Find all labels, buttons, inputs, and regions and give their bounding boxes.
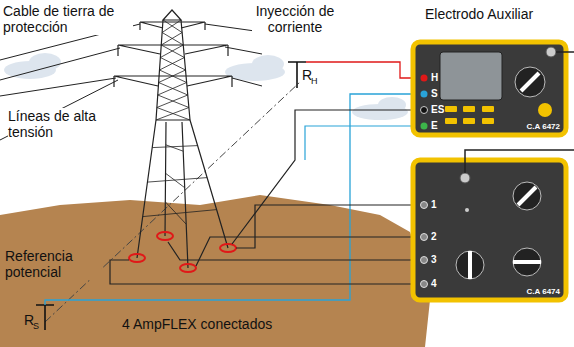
instrument-panel: C.A 6474 [413, 160, 566, 300]
callout-label: 4 AmpFLEX conectados [122, 316, 342, 332]
terminal-name: E [431, 120, 451, 132]
ground-rods [36, 62, 306, 330]
power-lines [0, 24, 262, 140]
pylon [114, 10, 232, 268]
lattice [143, 20, 217, 224]
terminal-number: 2 [431, 231, 451, 243]
knob-marker [521, 73, 539, 91]
clamp-wires [110, 205, 420, 284]
model-name: C.A 6474 [527, 287, 561, 296]
instrument-body [413, 160, 566, 300]
e-wire [305, 126, 420, 160]
callout-label: Electrodo Auxiliar [425, 6, 571, 22]
connector [460, 173, 470, 183]
terminal-name: S [431, 88, 451, 100]
electrode-subscript: S [33, 321, 43, 331]
terminal-name: H [431, 72, 451, 84]
connector [546, 47, 556, 57]
rotary-knob [515, 67, 545, 97]
instrument-body [413, 42, 566, 135]
link-cable [556, 51, 574, 53]
callout-label: Inyección de corriente [252, 3, 338, 35]
h-wire [306, 62, 420, 78]
knobs [456, 182, 541, 279]
es-wire [232, 110, 420, 244]
link-cable [465, 150, 574, 173]
callout-label: Cable de tierra de protección [3, 3, 133, 35]
indicator [465, 208, 469, 212]
callout-label: Líneas de alta tensión [8, 108, 112, 140]
model-name: C.A 6472 [527, 122, 561, 131]
instrument-panel: C.A 6472 [413, 42, 566, 135]
terminal-name: ES [431, 104, 451, 116]
terminal-number: 3 [431, 254, 451, 266]
electrode-subscript: H [311, 76, 321, 86]
ampflex-clamps [129, 232, 236, 272]
terminals [421, 75, 428, 130]
ground [0, 195, 430, 347]
terminal-number: 4 [431, 278, 451, 290]
terminals [421, 202, 428, 288]
callout-label: Referencia potencial [5, 248, 101, 280]
terminal-number: 1 [431, 199, 451, 211]
buttons [445, 103, 552, 124]
display [440, 52, 502, 100]
